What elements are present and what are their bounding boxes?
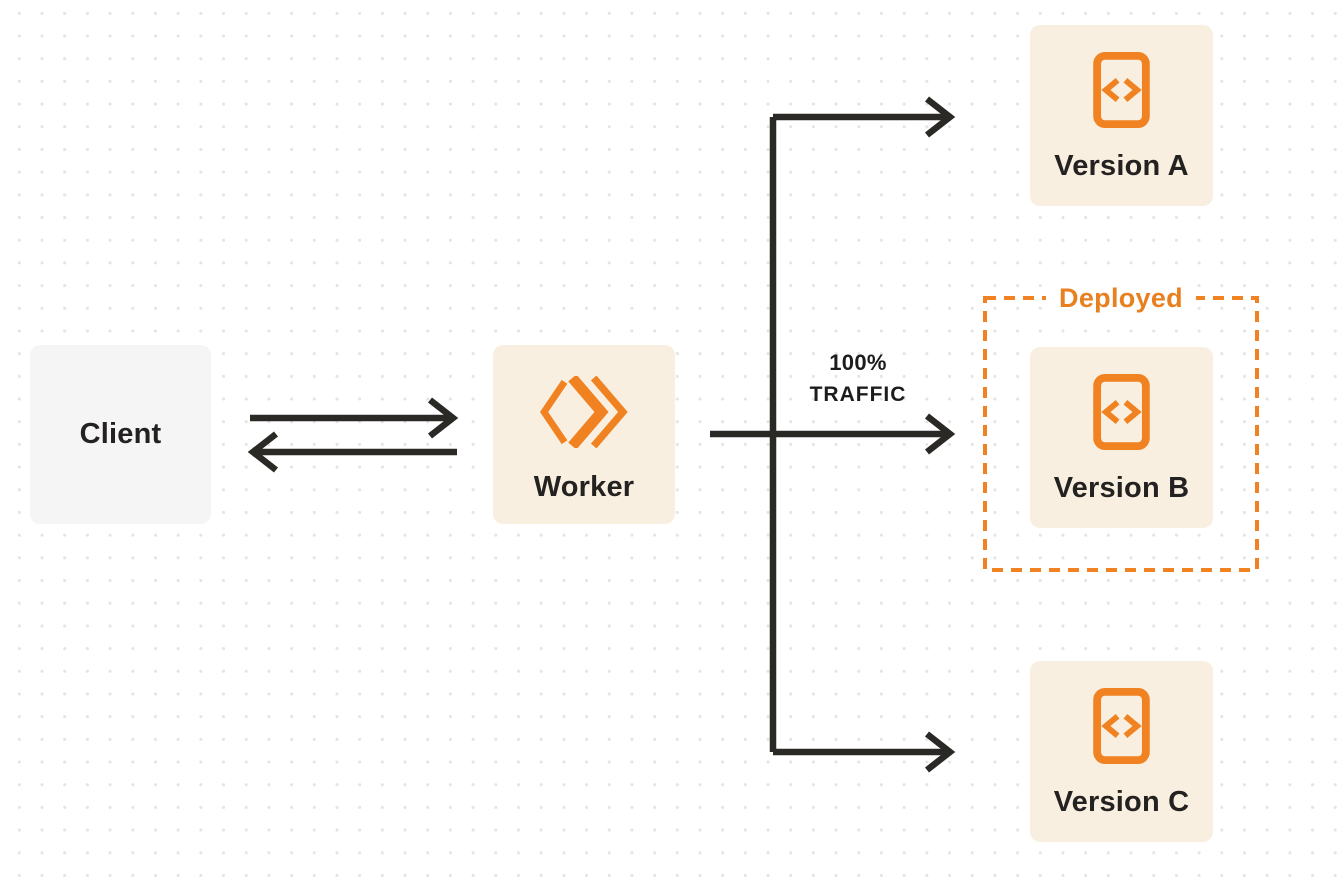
workers-logo-icon [540, 376, 628, 448]
traffic-label: 100% TRAFFIC [810, 347, 907, 411]
version-b-label: Version B [1053, 472, 1190, 504]
branch-to-version-a-arrow [773, 96, 956, 138]
worker-node: Worker [493, 345, 675, 524]
worker-to-version-b-arrow [710, 413, 956, 455]
version-c-label: Version C [1053, 786, 1190, 818]
code-file-icon [1093, 374, 1150, 450]
version-a-node: Version A [1030, 25, 1213, 206]
code-file-icon [1093, 52, 1150, 128]
traffic-percent: 100% [829, 350, 887, 375]
branch-to-version-c-arrow [773, 731, 956, 773]
version-a-label: Version A [1054, 150, 1189, 182]
worker-label: Worker [533, 471, 635, 503]
client-node: Client [30, 345, 211, 524]
client-to-worker-arrow [250, 397, 459, 439]
version-c-node: Version C [1030, 661, 1213, 842]
code-file-icon [1093, 688, 1150, 764]
deployed-label: Deployed [1046, 283, 1196, 314]
client-label: Client [79, 418, 162, 450]
version-b-node: Version B [1030, 347, 1213, 528]
traffic-word: TRAFFIC [809, 383, 907, 406]
worker-to-client-arrow [247, 431, 457, 473]
